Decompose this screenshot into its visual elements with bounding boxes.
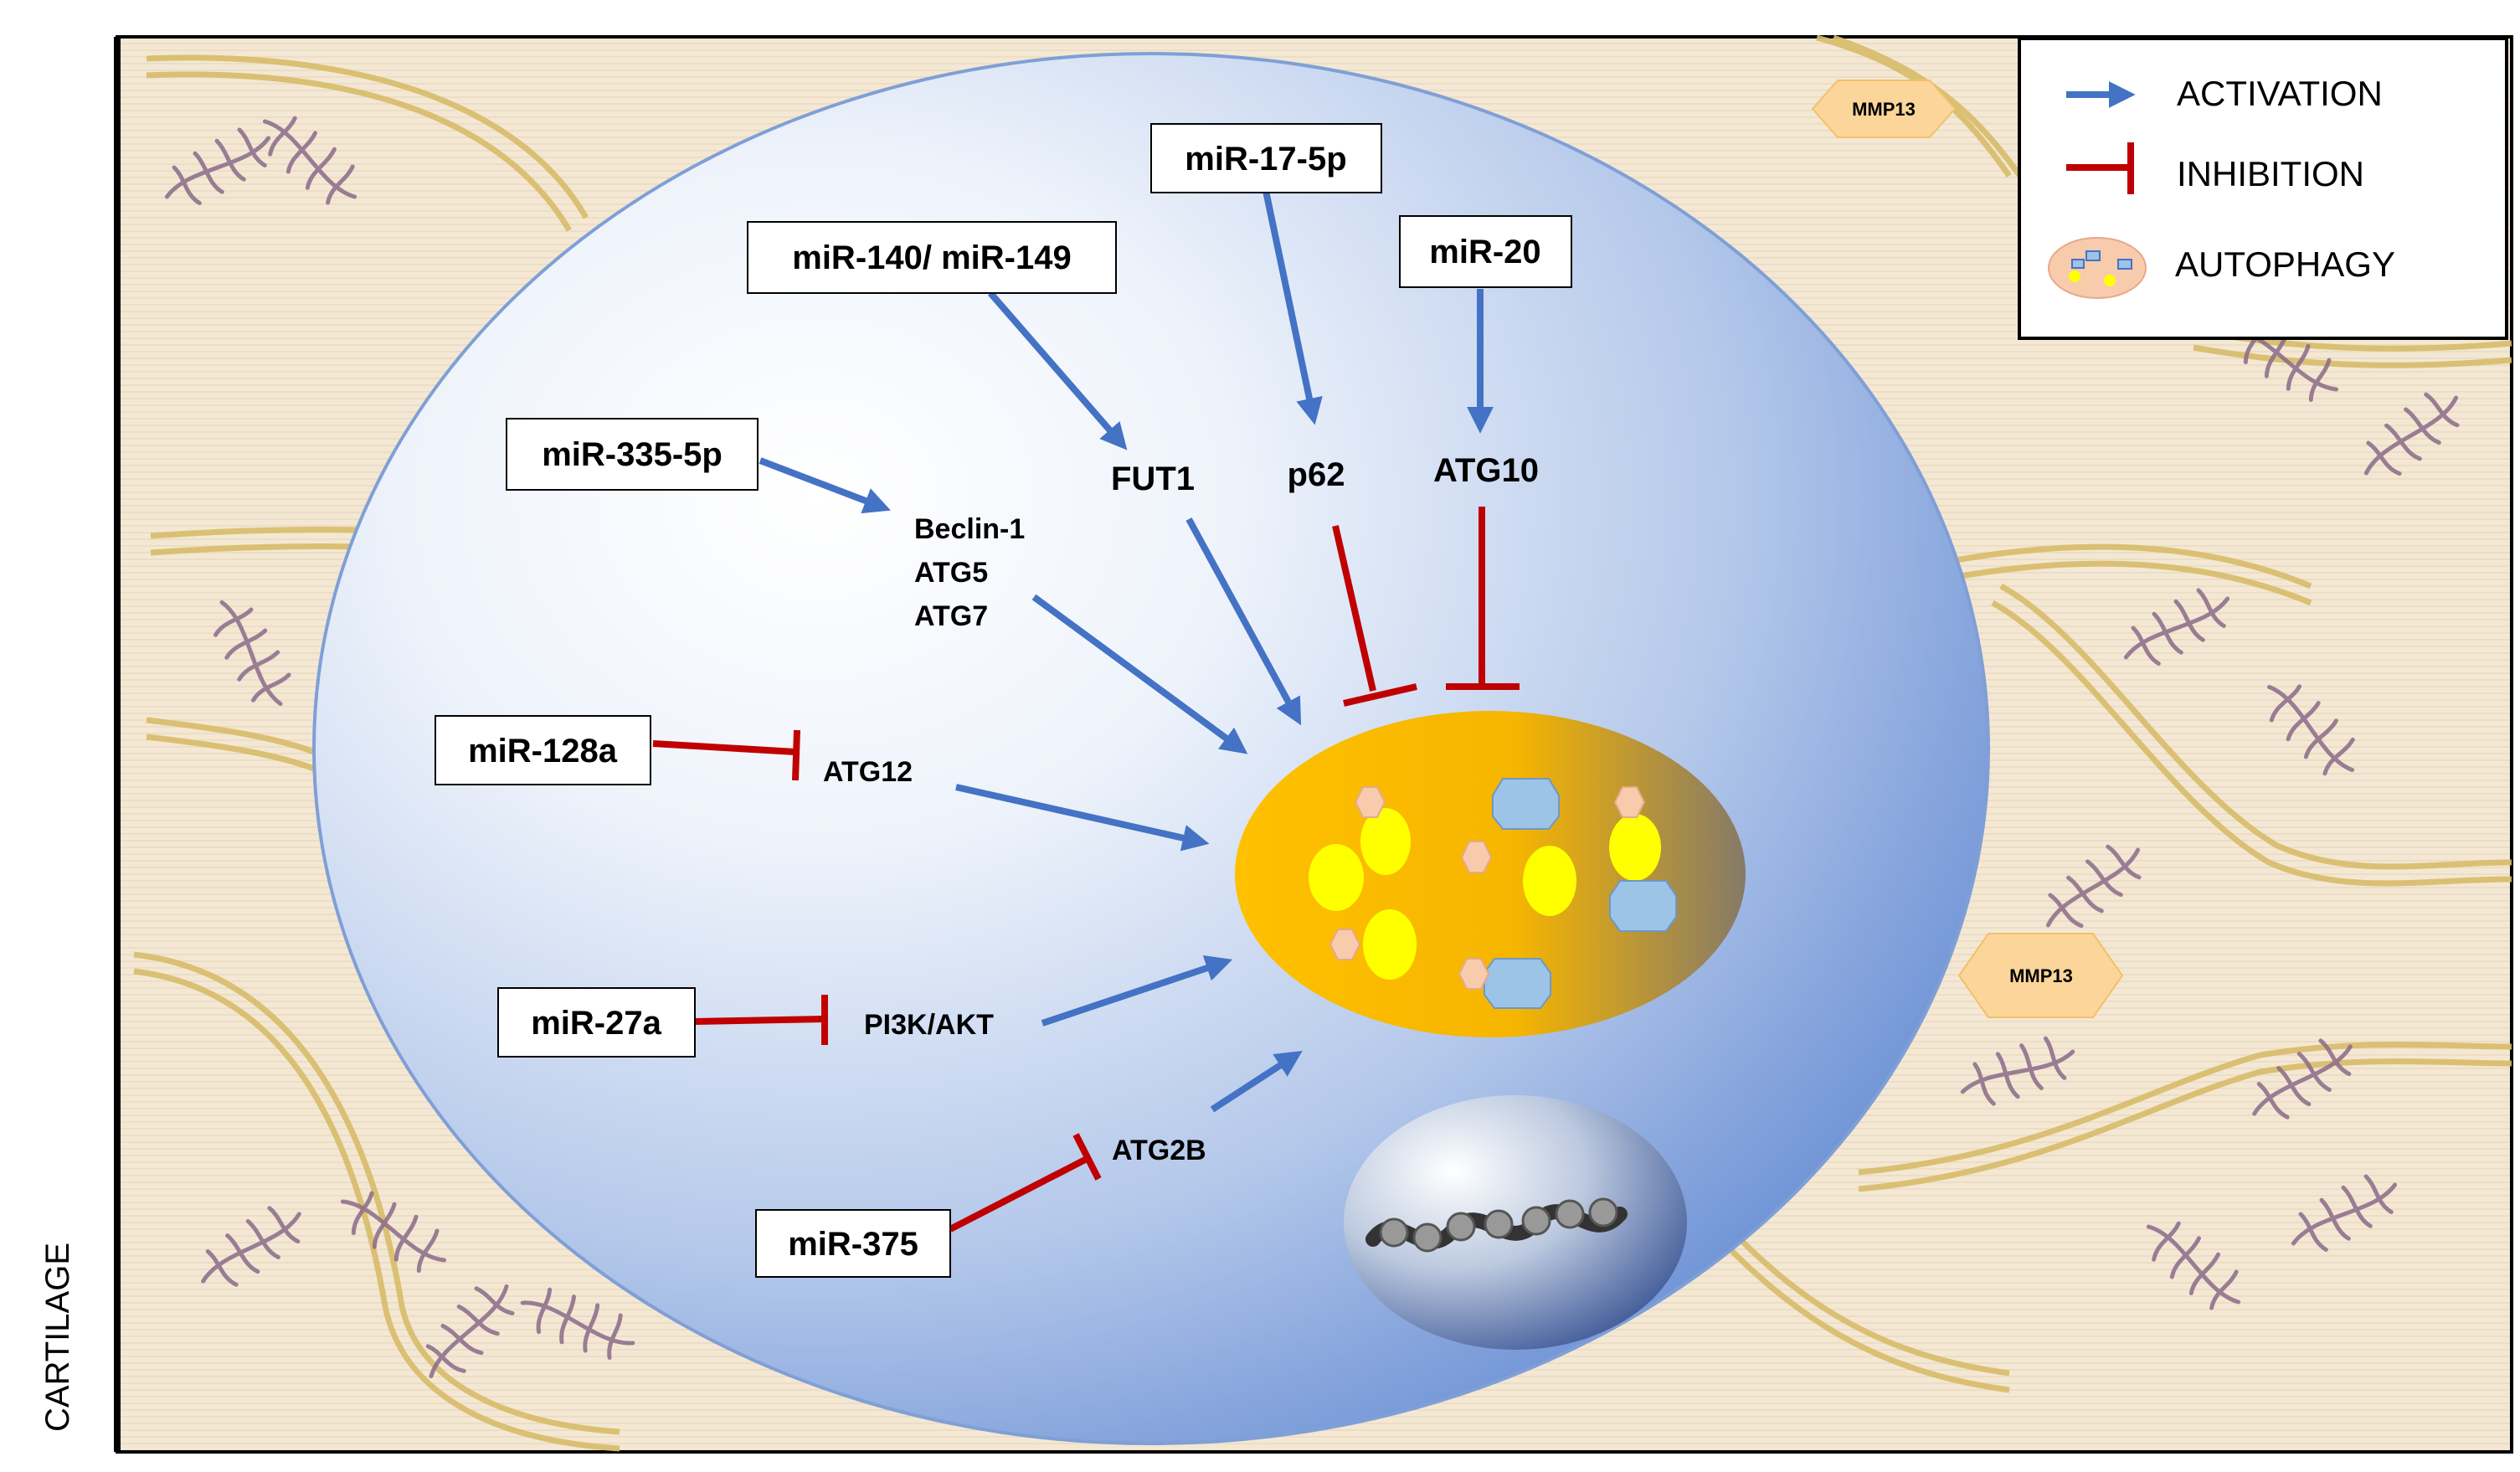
mirna-box-mir-140-mir-149: miR-140/ miR-149 xyxy=(747,221,1117,294)
cargo-blue xyxy=(1484,778,1677,1009)
target-labels: FUT1 p62 ATG10 Beclin-1 ATG5 ATG7 ATG12 … xyxy=(823,452,1539,1166)
mirna-label: miR-27a xyxy=(531,1005,661,1042)
target-atg12: ATG12 xyxy=(823,756,913,788)
legend-autophagy-label: AUTOPHAGY xyxy=(2175,244,2395,284)
mirna-label: miR-20 xyxy=(1429,234,1540,270)
target-atg10: ATG10 xyxy=(1433,452,1539,489)
mmp13-marker-bottom: MMP13 xyxy=(1957,933,2124,1018)
target-atg5: ATG5 xyxy=(914,557,988,589)
chondrocyte-cell xyxy=(312,52,1990,1445)
cargo-yellow xyxy=(1309,808,1661,980)
mirna-label: miR-335-5p xyxy=(542,436,723,473)
cartilage-side-label: CARTILAGE xyxy=(39,1243,76,1432)
mirna-box-mir-27a: miR-27a xyxy=(497,987,696,1058)
mirna-label: miR-17-5p xyxy=(1185,141,1346,178)
mirna-label: miR-128a xyxy=(468,733,618,769)
mmp13-label: MMP13 xyxy=(1852,99,1916,120)
mirna-box-mir-375: miR-375 xyxy=(755,1209,951,1278)
target-atg2b: ATG2B xyxy=(1112,1135,1206,1166)
legend-activation-label: ACTIVATION xyxy=(2177,74,2383,113)
legend: ACTIVATION INHIBITION AUTOPHAGY xyxy=(2018,37,2508,340)
target-beclin-1: Beclin-1 xyxy=(914,513,1025,545)
mmp13-marker-top: MMP13 xyxy=(1811,80,1957,138)
mirna-box-mir-128a: miR-128a xyxy=(435,715,651,785)
cargo-pink xyxy=(1329,786,1646,990)
inhibition-arrows xyxy=(652,507,1520,1233)
mirna-label: miR-140/ miR-149 xyxy=(792,239,1071,276)
mirna-box-mir-20: miR-20 xyxy=(1399,215,1572,288)
nucleus xyxy=(1344,1095,1687,1350)
mirna-label: miR-375 xyxy=(788,1226,918,1263)
target-p62: p62 xyxy=(1288,456,1345,493)
mirna-box-mir-335-5p: miR-335-5p xyxy=(506,418,759,491)
target-pi3k-akt: PI3K/AKT xyxy=(864,1009,994,1041)
target-atg7: ATG7 xyxy=(914,600,988,632)
legend-inhibition-label: INHIBITION xyxy=(2177,154,2364,193)
mirna-box-mir-17-5p: miR-17-5p xyxy=(1150,123,1382,193)
activation-arrows xyxy=(759,190,1494,1113)
autophagosome xyxy=(1235,711,1746,1037)
legend-autophagy-icon xyxy=(2048,237,2147,299)
mmp13-label: MMP13 xyxy=(2009,965,2073,986)
target-fut1: FUT1 xyxy=(1111,461,1195,497)
